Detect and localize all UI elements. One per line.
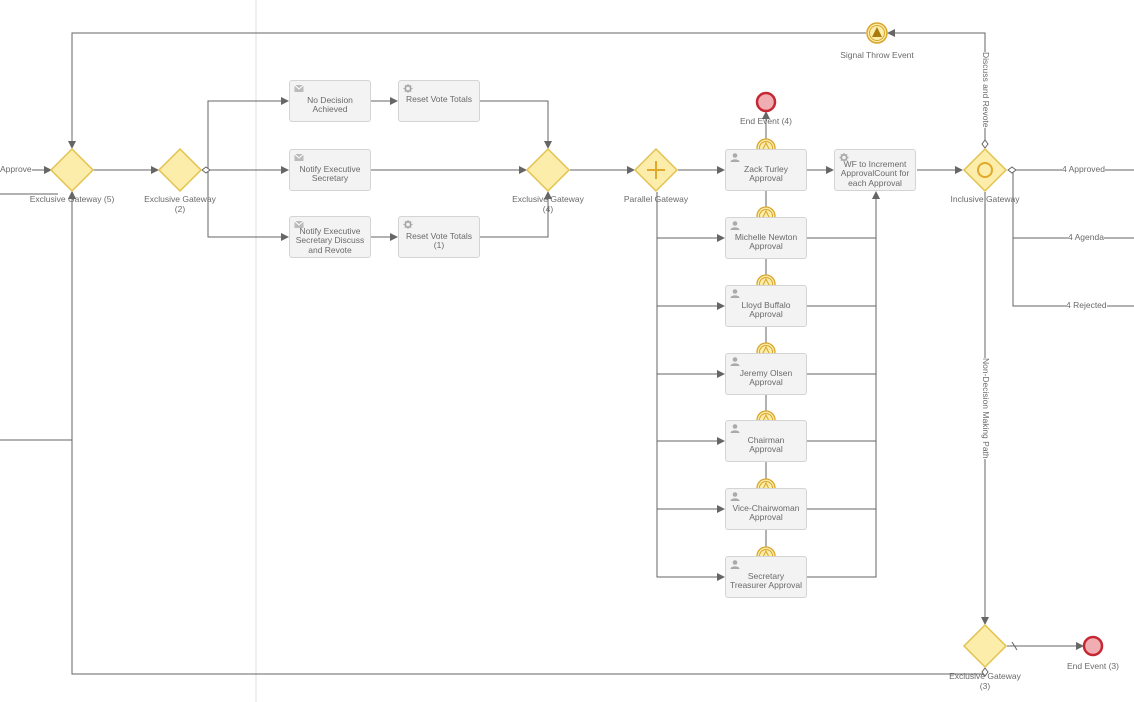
inclusive-gateway (962, 147, 1008, 193)
task-label: Zack Turley Approval (744, 163, 788, 183)
flow-label-non-decision: Non-Decision Making Path (981, 358, 991, 459)
end-event-3 (1082, 635, 1104, 657)
end-event-3-label: End Event (3) (1067, 661, 1119, 671)
gateway-label-2: Exclusive Gateway (2) (144, 194, 216, 214)
task-notify-exec[interactable]: Notify Executive Secretary (289, 149, 371, 191)
signal-throw-event (866, 22, 888, 44)
gateway-label-4: Exclusive Gateway (4) (512, 194, 584, 214)
task-jeremy-approval[interactable]: Jeremy Olsen Approval (725, 353, 807, 395)
user-icon (730, 221, 740, 230)
task-label: Secretary Treasurer Approval (730, 570, 802, 590)
exclusive-gateway-3 (962, 623, 1008, 669)
task-wf-increment[interactable]: WF to Increment ApprovalCount for each A… (834, 149, 916, 191)
events (755, 22, 1104, 657)
user-icon (730, 357, 740, 366)
flow-label-4-agenda: 4 Agenda (1068, 232, 1104, 242)
task-label: No Decision Achieved (307, 94, 353, 114)
task-reset-vote[interactable]: Reset Vote Totals (398, 80, 480, 122)
task-vice-chairwoman-approval[interactable]: Vice-Chairwoman Approval (725, 488, 807, 530)
exclusive-gateway-4 (525, 147, 571, 193)
flow-label-4-rejected: 4 Rejected (1066, 300, 1107, 310)
user-icon (730, 424, 740, 433)
gateway-label-5: Exclusive Gateway (5) (29, 194, 115, 204)
gateway-label-inclusive: Inclusive Gateway (950, 194, 1020, 204)
end-event-4-label: End Event (4) (740, 116, 792, 126)
task-chairman-approval[interactable]: Chairman Approval (725, 420, 807, 462)
task-zack-approval[interactable]: Zack Turley Approval (725, 149, 807, 191)
parallel-gateway (633, 147, 679, 193)
flow-label-4-approved: 4 Approved (1062, 164, 1106, 174)
task-notify-exec-discuss[interactable]: Notify Executive Secretary Discuss and R… (289, 216, 371, 258)
gateway-label-3: Exclusive Gateway (3) (949, 671, 1021, 691)
task-label: Notify Executive Secretary Discuss and R… (295, 225, 365, 255)
user-icon (730, 289, 740, 298)
gateways (49, 147, 1008, 669)
gear-icon (839, 153, 849, 162)
task-label: Jeremy Olsen Approval (739, 367, 793, 387)
exclusive-gateway-2 (157, 147, 203, 193)
task-label: Lloyd Buffalo Approval (741, 299, 791, 319)
user-icon (730, 560, 740, 569)
end-event-4 (755, 91, 777, 113)
flow-label-approve: Approve (0, 164, 32, 174)
flow-label-discuss-revote: Discuss and Revote (981, 52, 991, 128)
flow-4-agenda (1012, 170, 1134, 239)
exclusive-gateway-5 (49, 147, 95, 193)
envelope-icon (294, 153, 304, 161)
task-label: Reset Vote Totals (1) (406, 230, 472, 250)
gear-icon (403, 220, 413, 229)
user-icon (730, 153, 740, 162)
task-label: Notify Executive Secretary (299, 163, 361, 183)
task-reset-vote-1[interactable]: Reset Vote Totals (1) (398, 216, 480, 258)
task-secretary-approval[interactable]: Secretary Treasurer Approval (725, 556, 807, 598)
sequence-flows (0, 29, 1134, 675)
task-no-decision[interactable]: No Decision Achieved (289, 80, 371, 122)
envelope-icon (294, 84, 304, 92)
task-lloyd-approval[interactable]: Lloyd Buffalo Approval (725, 285, 807, 327)
task-label: Vice-Chairwoman Approval (732, 502, 800, 522)
task-label: Chairman Approval (747, 434, 785, 454)
user-icon (730, 492, 740, 501)
gear-icon (403, 84, 413, 93)
signal-throw-label: Signal Throw Event (840, 50, 914, 60)
task-label: WF to Increment ApprovalCount for each A… (840, 158, 910, 188)
task-michelle-approval[interactable]: Michelle Newton Approval (725, 217, 807, 259)
gateway-label-parallel: Parallel Gateway (623, 194, 689, 204)
task-label: Reset Vote Totals (406, 94, 472, 104)
envelope-icon (294, 220, 304, 228)
task-label: Michelle Newton Approval (734, 231, 798, 251)
